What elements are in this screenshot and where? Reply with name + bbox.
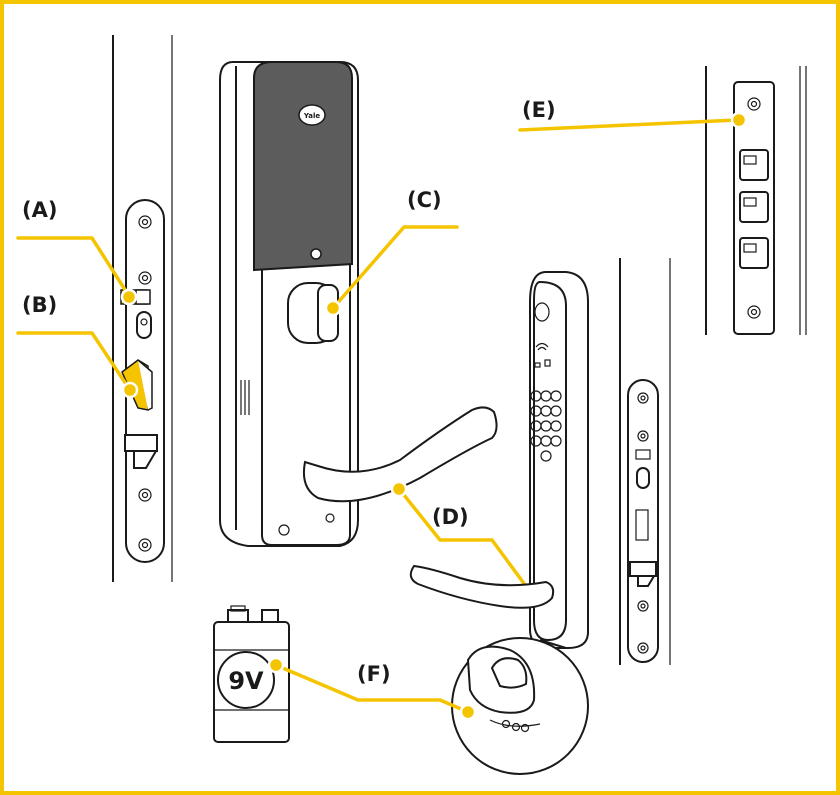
label-f: (F) bbox=[357, 662, 391, 686]
leader-e bbox=[518, 111, 748, 132]
keypad-buttons bbox=[530, 390, 562, 462]
battery-cover: Yale bbox=[253, 61, 353, 272]
battery-compartment-detail bbox=[451, 637, 589, 775]
mortise-faceplate-right bbox=[627, 379, 659, 663]
leader-c bbox=[324, 225, 459, 317]
leader-a bbox=[16, 236, 138, 306]
label-c: (C) bbox=[407, 188, 442, 212]
inside-handle bbox=[302, 406, 498, 503]
leader-b bbox=[16, 331, 139, 399]
speaker-grille bbox=[240, 380, 250, 415]
label-e: (E) bbox=[522, 98, 556, 122]
door-frame-edge bbox=[705, 66, 807, 335]
label-d: (D) bbox=[432, 505, 469, 529]
battery-label: 9V bbox=[228, 667, 264, 695]
battery-9v: 9V bbox=[213, 605, 290, 743]
leader-f bbox=[267, 656, 477, 721]
outside-handle bbox=[409, 564, 555, 609]
left-door-edge bbox=[112, 35, 173, 582]
label-b: (B) bbox=[22, 293, 57, 317]
brand-logo-text: Yale bbox=[303, 112, 321, 120]
outside-keypad-body bbox=[529, 271, 589, 649]
inside-body-screws bbox=[278, 513, 335, 536]
right-door-edge bbox=[619, 258, 671, 665]
part-e-strike-plate bbox=[733, 81, 775, 335]
label-a: (A) bbox=[22, 198, 57, 222]
